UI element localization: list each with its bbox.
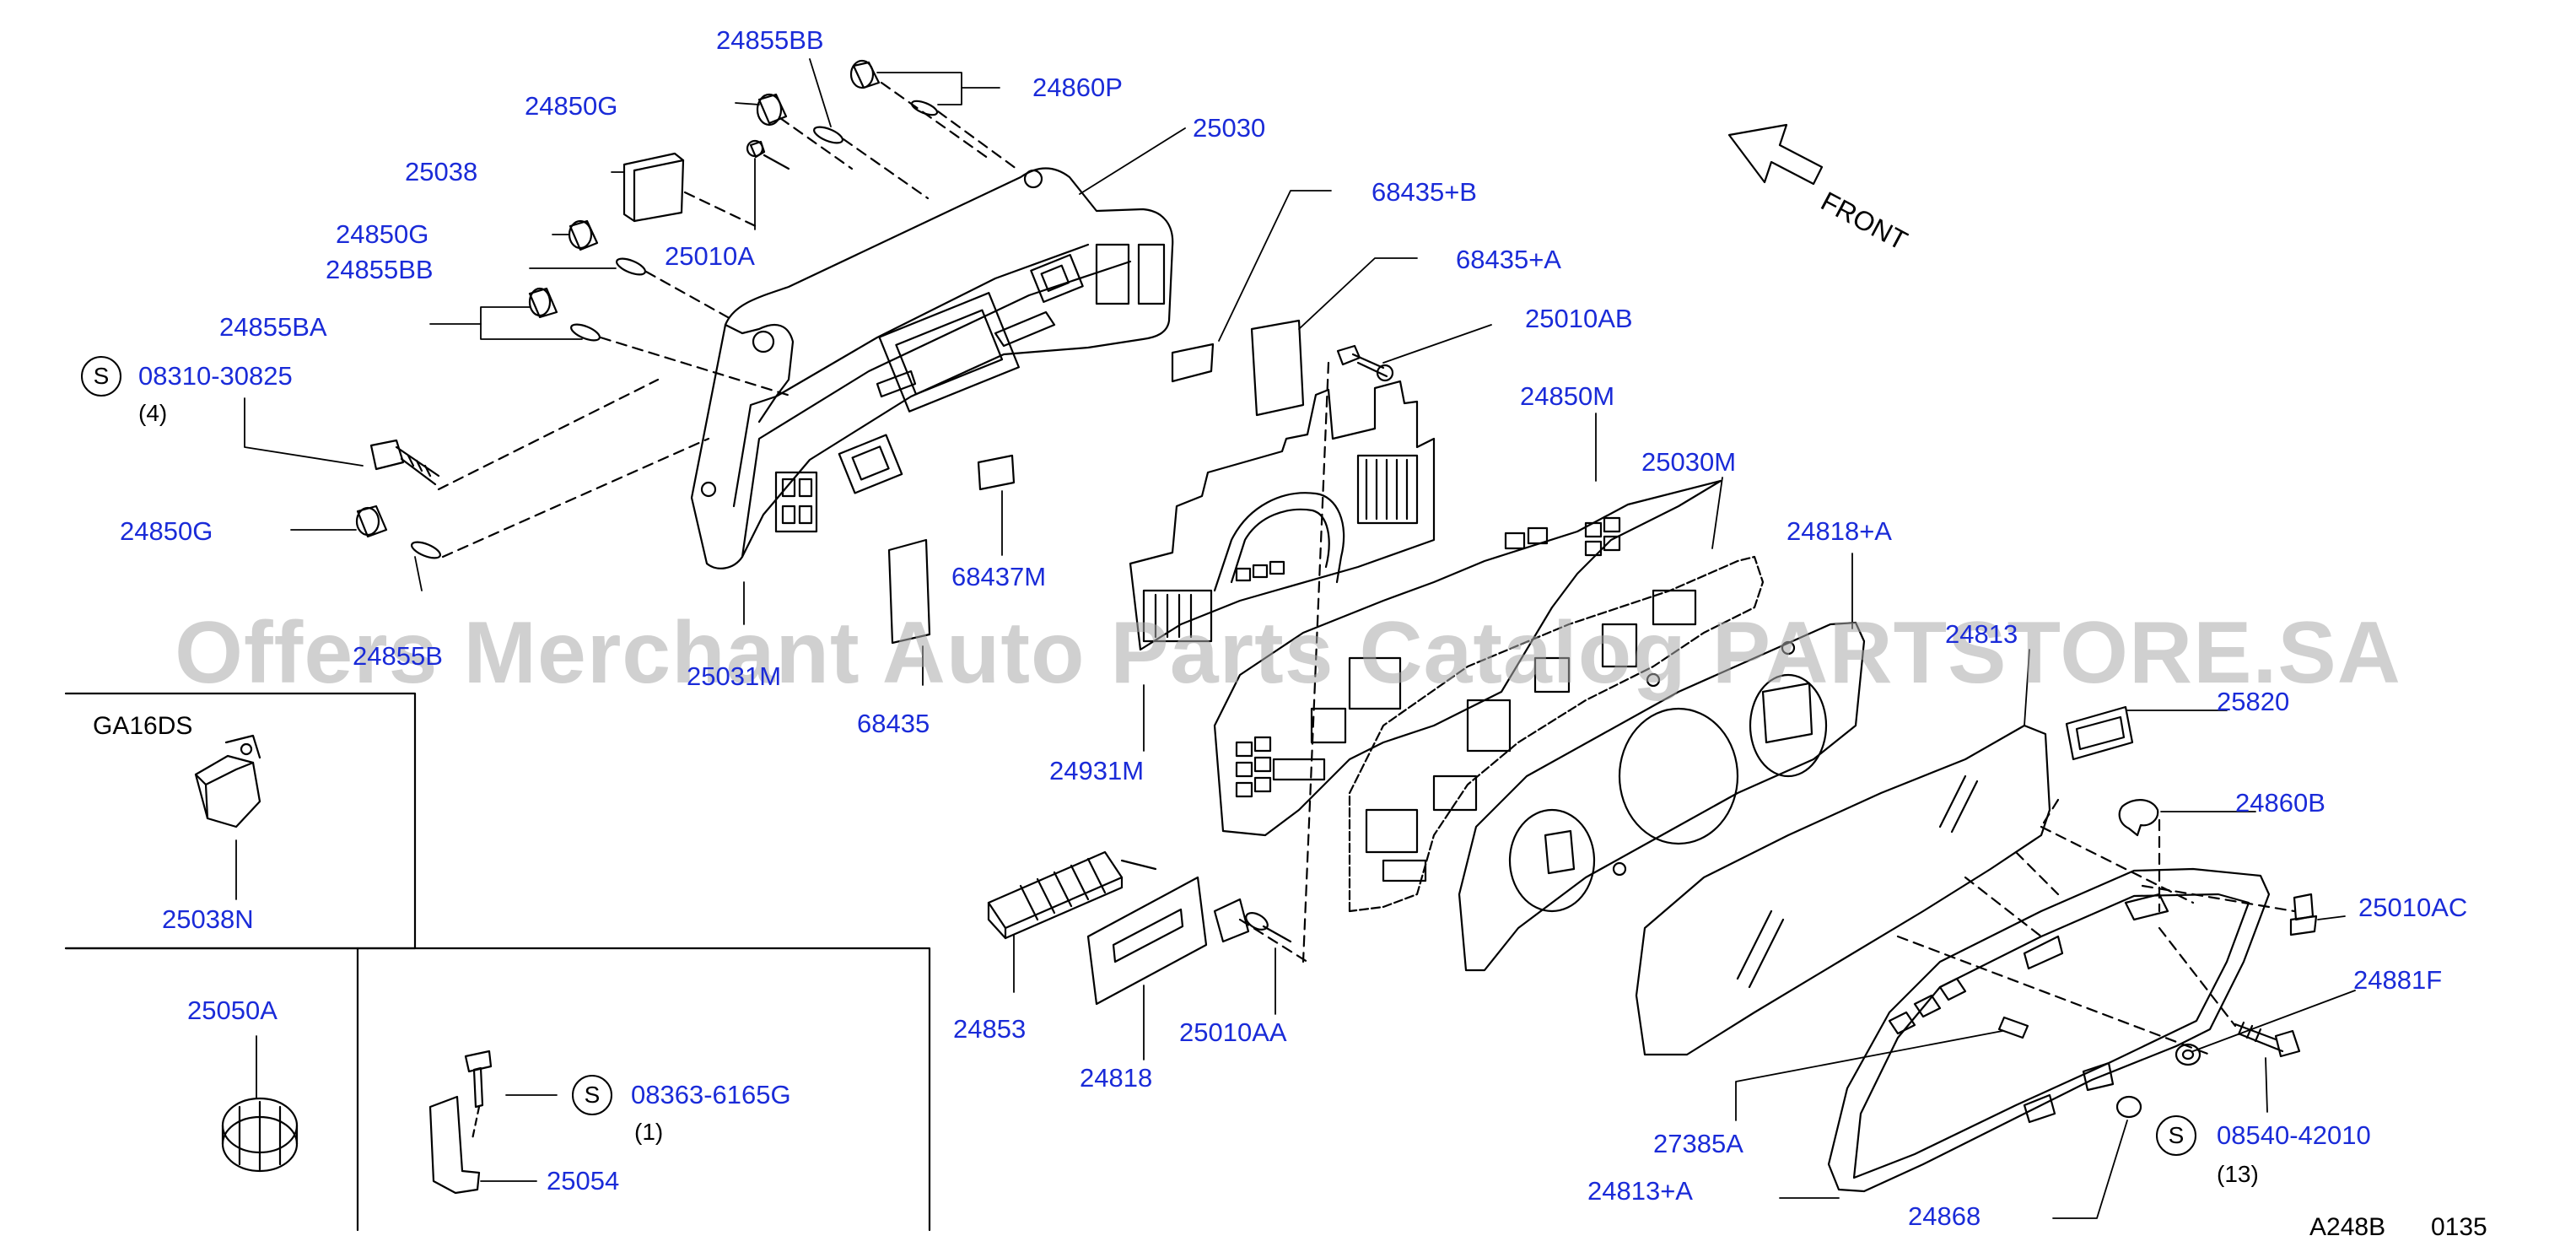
part-label-24850M[interactable]: 24850M <box>1520 381 1615 411</box>
inset-25054-part <box>428 1050 493 1195</box>
part-label-25031M[interactable]: 25031M <box>687 661 782 691</box>
lower-left-components <box>987 850 1309 1006</box>
part-label-68435B[interactable]: 68435+B <box>1372 177 1477 207</box>
part-label-24855BB-mid[interactable]: 24855BB <box>326 255 434 284</box>
part-label-24853[interactable]: 24853 <box>953 1014 1027 1044</box>
dial-plate-24818A <box>1458 621 1866 972</box>
part-label-25030[interactable]: 25030 <box>1193 113 1266 143</box>
dial-plate-24850M <box>1213 479 1722 837</box>
quantity-08310-30825: (4) <box>138 400 168 426</box>
assembly-lines-right <box>1896 798 2296 1056</box>
part-label-68437M[interactable]: 68437M <box>951 562 1047 591</box>
screw-25010AB <box>1301 344 1394 963</box>
part-label-24855BB-top[interactable]: 24855BB <box>716 25 824 55</box>
front-arrow-icon <box>1727 123 1824 186</box>
inset-25038N-part <box>194 734 261 828</box>
part-label-24818A[interactable]: 24818+A <box>1786 516 1892 546</box>
part-label-08540-42010[interactable]: 08540-42010 <box>2217 1120 2371 1150</box>
inset-frames <box>64 692 931 1232</box>
part-label-25030M[interactable]: 25030M <box>1641 447 1737 477</box>
part-label-25038[interactable]: 25038 <box>405 157 478 186</box>
part-label-25010AB[interactable]: 25010AB <box>1525 304 1633 333</box>
part-label-25010AC[interactable]: 25010AC <box>2358 893 2468 922</box>
figure-code: A248B <box>2309 1213 2386 1241</box>
part-label-24855B[interactable]: 24855B <box>353 641 443 671</box>
service-mark-icon: S <box>81 356 121 397</box>
part-label-24813A[interactable]: 24813+A <box>1587 1176 1693 1206</box>
assembly-lines-upper <box>437 81 1018 559</box>
right-small-parts <box>1997 705 2318 1119</box>
part-label-68435[interactable]: 68435 <box>857 709 930 738</box>
part-label-24860P[interactable]: 24860P <box>1032 73 1123 102</box>
dial-plate-25030M <box>1348 555 1765 913</box>
part-label-25054[interactable]: 25054 <box>547 1166 620 1195</box>
inset-25050A-part <box>221 1097 299 1173</box>
service-mark-icon: S <box>2156 1115 2196 1156</box>
part-label-24860B[interactable]: 24860B <box>2235 788 2325 818</box>
part-label-25010A[interactable]: 25010A <box>665 241 755 271</box>
part-label-24818[interactable]: 24818 <box>1080 1063 1153 1093</box>
part-label-24855BA[interactable]: 24855BA <box>219 312 327 342</box>
meter-cover-24813A <box>1827 867 2271 1193</box>
part-label-24881F[interactable]: 24881F <box>2353 965 2443 995</box>
glass-24813 <box>1635 724 2051 1056</box>
printed-circuit-24931M <box>1129 380 1436 651</box>
part-label-24850G-mid[interactable]: 24850G <box>336 219 429 249</box>
service-mark-icon: S <box>572 1075 612 1115</box>
label-plates <box>887 319 1305 645</box>
part-label-24850G-low[interactable]: 24850G <box>120 516 213 546</box>
part-label-25050A[interactable]: 25050A <box>187 996 278 1025</box>
variant-label: GA16DS <box>93 712 193 740</box>
leader-lines <box>235 58 2356 1219</box>
part-label-24931M[interactable]: 24931M <box>1049 756 1145 785</box>
part-label-08363-6165G[interactable]: 08363-6165G <box>631 1080 791 1109</box>
part-label-25820[interactable]: 25820 <box>2217 687 2290 716</box>
figure-number: 0135 <box>2431 1213 2487 1241</box>
part-label-25038N[interactable]: 25038N <box>162 904 254 934</box>
part-label-24868[interactable]: 24868 <box>1908 1201 1981 1231</box>
part-label-68435A[interactable]: 68435+A <box>1456 245 1561 274</box>
bulb-sockets-upper <box>355 59 939 559</box>
part-label-24850G-top[interactable]: 24850G <box>525 91 618 121</box>
part-label-25010AA[interactable]: 25010AA <box>1179 1017 1287 1047</box>
quantity-08363-6165G: (1) <box>634 1119 664 1145</box>
part-label-08310-30825[interactable]: 08310-30825 <box>138 361 293 391</box>
quantity-08540-42010: (13) <box>2217 1161 2259 1187</box>
part-label-24813[interactable]: 24813 <box>1945 619 2018 649</box>
part-label-27385A[interactable]: 27385A <box>1653 1129 1743 1158</box>
upper-housing-25030 <box>690 167 1174 569</box>
